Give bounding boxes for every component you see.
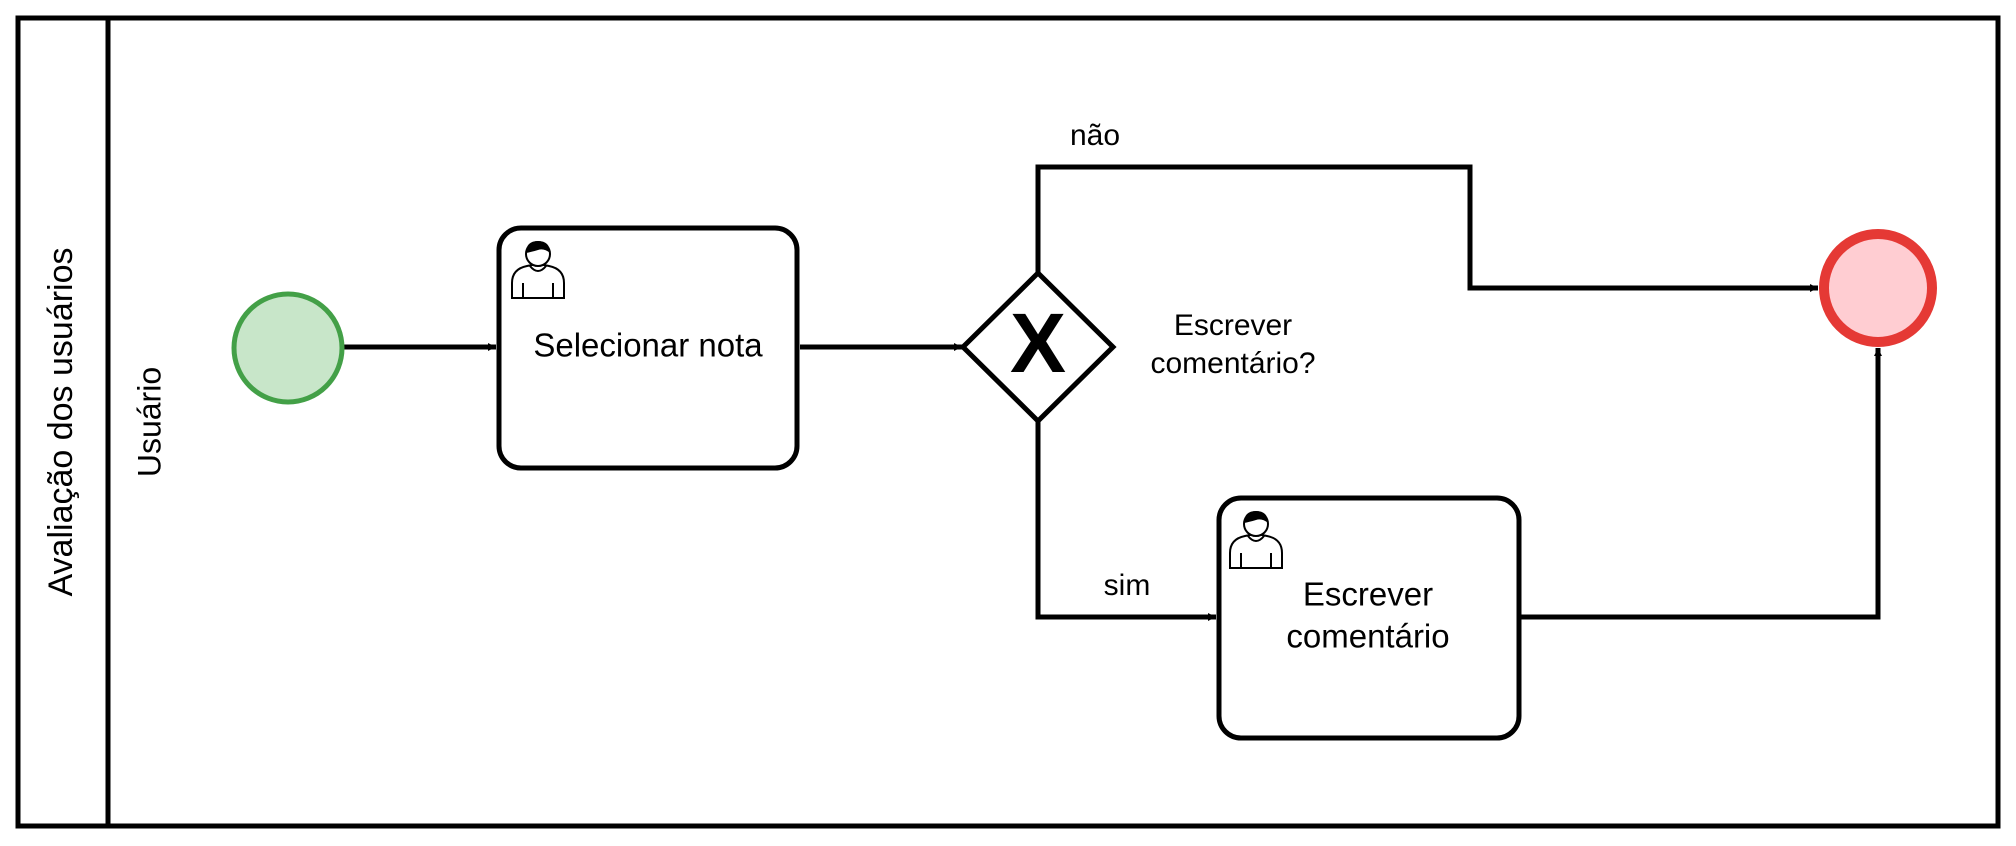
gateway-label-line1: Escrever — [1174, 309, 1292, 342]
flow-gateway-no — [1035, 164, 1818, 292]
flow-label-yes: sim — [1104, 569, 1151, 602]
task-label: Selecionar nota — [533, 327, 763, 364]
pool-label: Avaliação dos usuários — [42, 247, 80, 596]
task-label-line1: Escrever — [1303, 576, 1433, 613]
task-selecionar-nota[interactable]: Selecionar nota — [496, 225, 800, 471]
user-icon — [1229, 511, 1283, 569]
pool-border — [15, 15, 2001, 829]
gateway-label-line2: comentário? — [1150, 347, 1315, 380]
sequence-flows — [344, 164, 1882, 621]
lane-label: Usuário — [131, 367, 167, 477]
task-label-line2: comentário — [1286, 618, 1449, 655]
exclusive-gateway[interactable]: X — [959, 269, 1117, 425]
flow-gateway-yes — [1035, 421, 1216, 621]
end-event[interactable] — [1819, 229, 1937, 347]
user-icon — [511, 241, 565, 299]
gateway-symbol: X — [1010, 296, 1066, 390]
task-escrever-comentario[interactable]: Escrever comentário — [1216, 495, 1522, 741]
flow-comment-to-end — [1519, 348, 1882, 620]
flow-label-no: não — [1070, 119, 1120, 152]
start-event[interactable] — [231, 291, 345, 405]
